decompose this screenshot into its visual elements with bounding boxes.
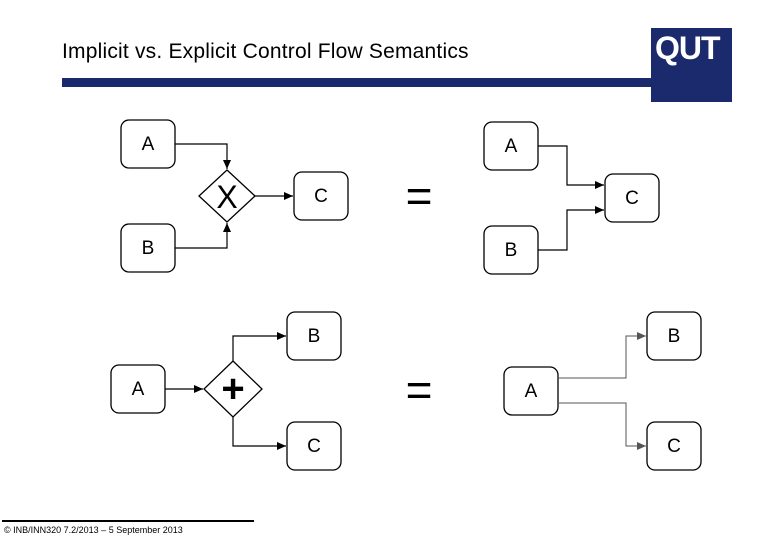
qut-logo: QUT xyxy=(651,28,732,102)
equals-sign-bottom: = xyxy=(406,364,433,416)
task-a-box xyxy=(503,366,559,416)
task-a-label: A xyxy=(142,134,155,155)
task-b-label: B xyxy=(668,326,681,347)
flow-a-to-c xyxy=(558,402,646,450)
task-b-box xyxy=(286,311,342,361)
task-c-box xyxy=(286,421,342,471)
task-c-label: C xyxy=(667,436,681,457)
task-b-label: B xyxy=(142,238,155,259)
logo-text: QUT xyxy=(655,30,721,66)
task-a-label: A xyxy=(132,379,145,400)
implicit-join-diagram: A B C xyxy=(483,121,660,275)
xor-gateway xyxy=(198,169,256,223)
title-underline-bar xyxy=(62,78,652,87)
flow-gateway-to-c xyxy=(232,417,286,450)
task-c-box xyxy=(646,421,702,471)
and-split-diagram: A + B C xyxy=(110,311,342,471)
task-c-label: C xyxy=(625,188,639,209)
and-gateway-marker: + xyxy=(221,367,244,411)
flow-gateway-to-b xyxy=(232,332,286,361)
footer-rule xyxy=(2,520,254,522)
task-a-label: A xyxy=(505,136,518,157)
task-b-box xyxy=(646,311,702,361)
flow-a-to-c xyxy=(538,145,604,189)
slide-footer: © INB/INN320 7.2/2013 – 5 September 2013 xyxy=(4,525,183,535)
equals-sign-top: = xyxy=(406,170,433,222)
task-c-box xyxy=(604,173,660,223)
task-b-label: B xyxy=(308,326,321,347)
task-c-label: C xyxy=(307,436,321,457)
flow-b-to-c xyxy=(538,206,604,251)
task-c-box xyxy=(293,171,349,221)
task-b-label: B xyxy=(505,240,518,261)
task-c-label: C xyxy=(314,186,328,207)
task-a-label: A xyxy=(525,381,538,402)
flow-b-to-gateway xyxy=(175,223,231,249)
implicit-split-diagram: A B C xyxy=(503,311,702,471)
slide-title: Implicit vs. Explicit Control Flow Seman… xyxy=(62,40,469,63)
xor-gateway-marker: X xyxy=(216,179,237,215)
flow-a-to-gateway xyxy=(175,143,231,169)
flow-a-to-b xyxy=(558,332,646,379)
xor-join-diagram: A B X C xyxy=(120,119,349,273)
